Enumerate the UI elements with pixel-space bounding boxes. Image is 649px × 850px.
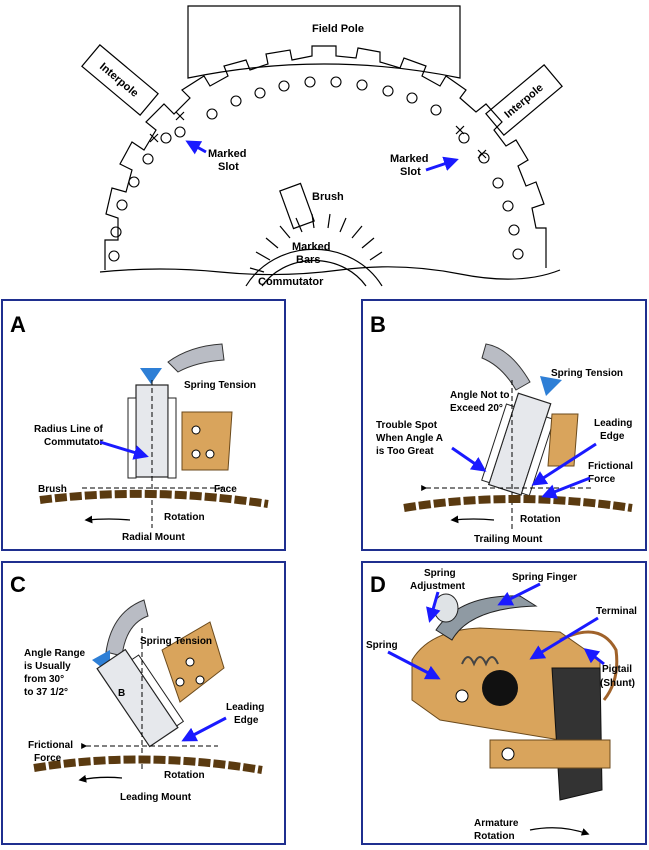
panel-a: A Spring Tension Radius Line of Commutat… (1, 299, 286, 551)
panel-c-letter: C (10, 572, 26, 597)
panel-c: C Spring Tension Angle Range is Usually … (1, 561, 286, 845)
terminal-label: Terminal (596, 606, 637, 617)
caption-c: Leading Mount (120, 792, 192, 803)
spring-adjustment-line1: Spring (424, 568, 456, 579)
armature-rotation-line2: Rotation (474, 831, 515, 842)
armature-diagram: Field Pole Interpole Interpole (81, 5, 563, 288)
interpole-left: Interpole (81, 44, 159, 116)
angle-range-line1: Angle Range (24, 648, 86, 659)
trouble-spot-line3: is Too Great (376, 446, 434, 457)
commutator-segments-c (33, 755, 263, 774)
frictional-force-b-line1: Frictional (588, 461, 633, 472)
marked-slot-left-arrow (185, 140, 207, 155)
svg-text:Bars: Bars (296, 254, 320, 266)
marked-slot-left-line1: Marked (208, 148, 247, 160)
brush-label: Brush (312, 191, 344, 203)
rotor-slot-circles (108, 76, 524, 262)
interpole-right-label: Interpole (502, 82, 545, 121)
leading-edge-c-line1: Leading (226, 702, 264, 713)
caption-a: Radial Mount (122, 532, 185, 543)
spring-tension-c: Spring Tension (140, 636, 212, 647)
rotation-b: Rotation (520, 514, 561, 525)
rotation-c: Rotation (164, 770, 205, 781)
spring-tension-b: Spring Tension (551, 368, 623, 379)
holder-a (181, 411, 233, 471)
angle-note-b-line1: Angle Not to (450, 390, 509, 401)
panel-d-letter: D (370, 572, 386, 597)
commutator-label: Commutator (258, 276, 324, 288)
rotation-a: Rotation (164, 512, 205, 523)
frictional-force-c-line1: Frictional (28, 740, 73, 751)
commutator-segments-a (39, 489, 269, 508)
frictional-force-b-line2: Force (588, 474, 616, 485)
commutator-shape (245, 248, 383, 287)
trouble-spot-line1: Trouble Spot (376, 420, 438, 431)
commutator-segments-b (403, 495, 633, 512)
trouble-spot-line2: When Angle A (376, 433, 443, 444)
commutator-bars (249, 213, 383, 273)
angle-range-line2: is Usually (24, 661, 71, 672)
brush-d (551, 667, 603, 801)
interpole-left-label: Interpole (97, 61, 140, 100)
pigtail-shape (559, 630, 619, 701)
spring-adjustment-line2: Adjustment (410, 581, 466, 592)
panel-b: B Spring Tension Angle Not to Exceed 20°… (361, 299, 647, 551)
brush-label-a: Brush (38, 484, 67, 495)
mount-hole (482, 670, 518, 706)
marked-bars-line1: Marked (292, 241, 331, 253)
interpole-right: Interpole (485, 64, 563, 136)
pigtail-line2: (Shunt) (600, 678, 635, 689)
spring-coil (461, 656, 499, 667)
leading-edge-c-line2: Edge (234, 715, 259, 726)
panel-a-letter: A (10, 312, 26, 337)
face-label-a: Face (214, 484, 237, 495)
panel-d: D Spring Adjustment Spring Finger Termin… (361, 561, 647, 845)
marked-slot-right-line1: Marked (390, 153, 429, 165)
spring-arrow-a (140, 368, 162, 384)
rotor-outline (104, 45, 547, 270)
frictional-force-c-line2: Force (34, 753, 62, 764)
marked-bars-line2: Bars (296, 254, 320, 266)
field-pole-label: Field Pole (312, 23, 364, 35)
marked-slot-right-arrow (425, 156, 459, 172)
spring-finger-label: Spring Finger (512, 572, 577, 583)
svg-text:Marked: Marked (292, 241, 331, 253)
x-marks (149, 111, 487, 159)
angle-b-label: B (118, 688, 125, 699)
marked-slot-right-line2: Slot (400, 166, 421, 178)
field-pole-shape (187, 5, 461, 79)
radius-line-a-line1: Radius Line of (34, 424, 104, 435)
angle-range-line3: from 30° (24, 674, 64, 685)
leading-edge-b-line1: Leading (594, 418, 632, 429)
spring-tension-a: Spring Tension (184, 380, 256, 391)
spring-arrow-b (540, 376, 562, 396)
baseline (99, 266, 561, 280)
marked-slot-left-line2: Slot (218, 161, 239, 173)
panel-b-letter: B (370, 312, 386, 337)
radius-line-a-line2: Commutator (44, 437, 104, 448)
top-brush (279, 182, 315, 230)
caption-b: Trailing Mount (474, 534, 543, 545)
angle-range-line4: to 37 1/2° (24, 687, 68, 698)
leading-edge-b-line2: Edge (600, 431, 625, 442)
spring-label-d: Spring (366, 640, 398, 651)
angle-note-b-line2: Exceed 20° (450, 403, 503, 414)
holder-b (547, 413, 579, 467)
pigtail-line1: Pigtail (602, 664, 632, 675)
armature-rotation-line1: Armature (474, 818, 519, 829)
